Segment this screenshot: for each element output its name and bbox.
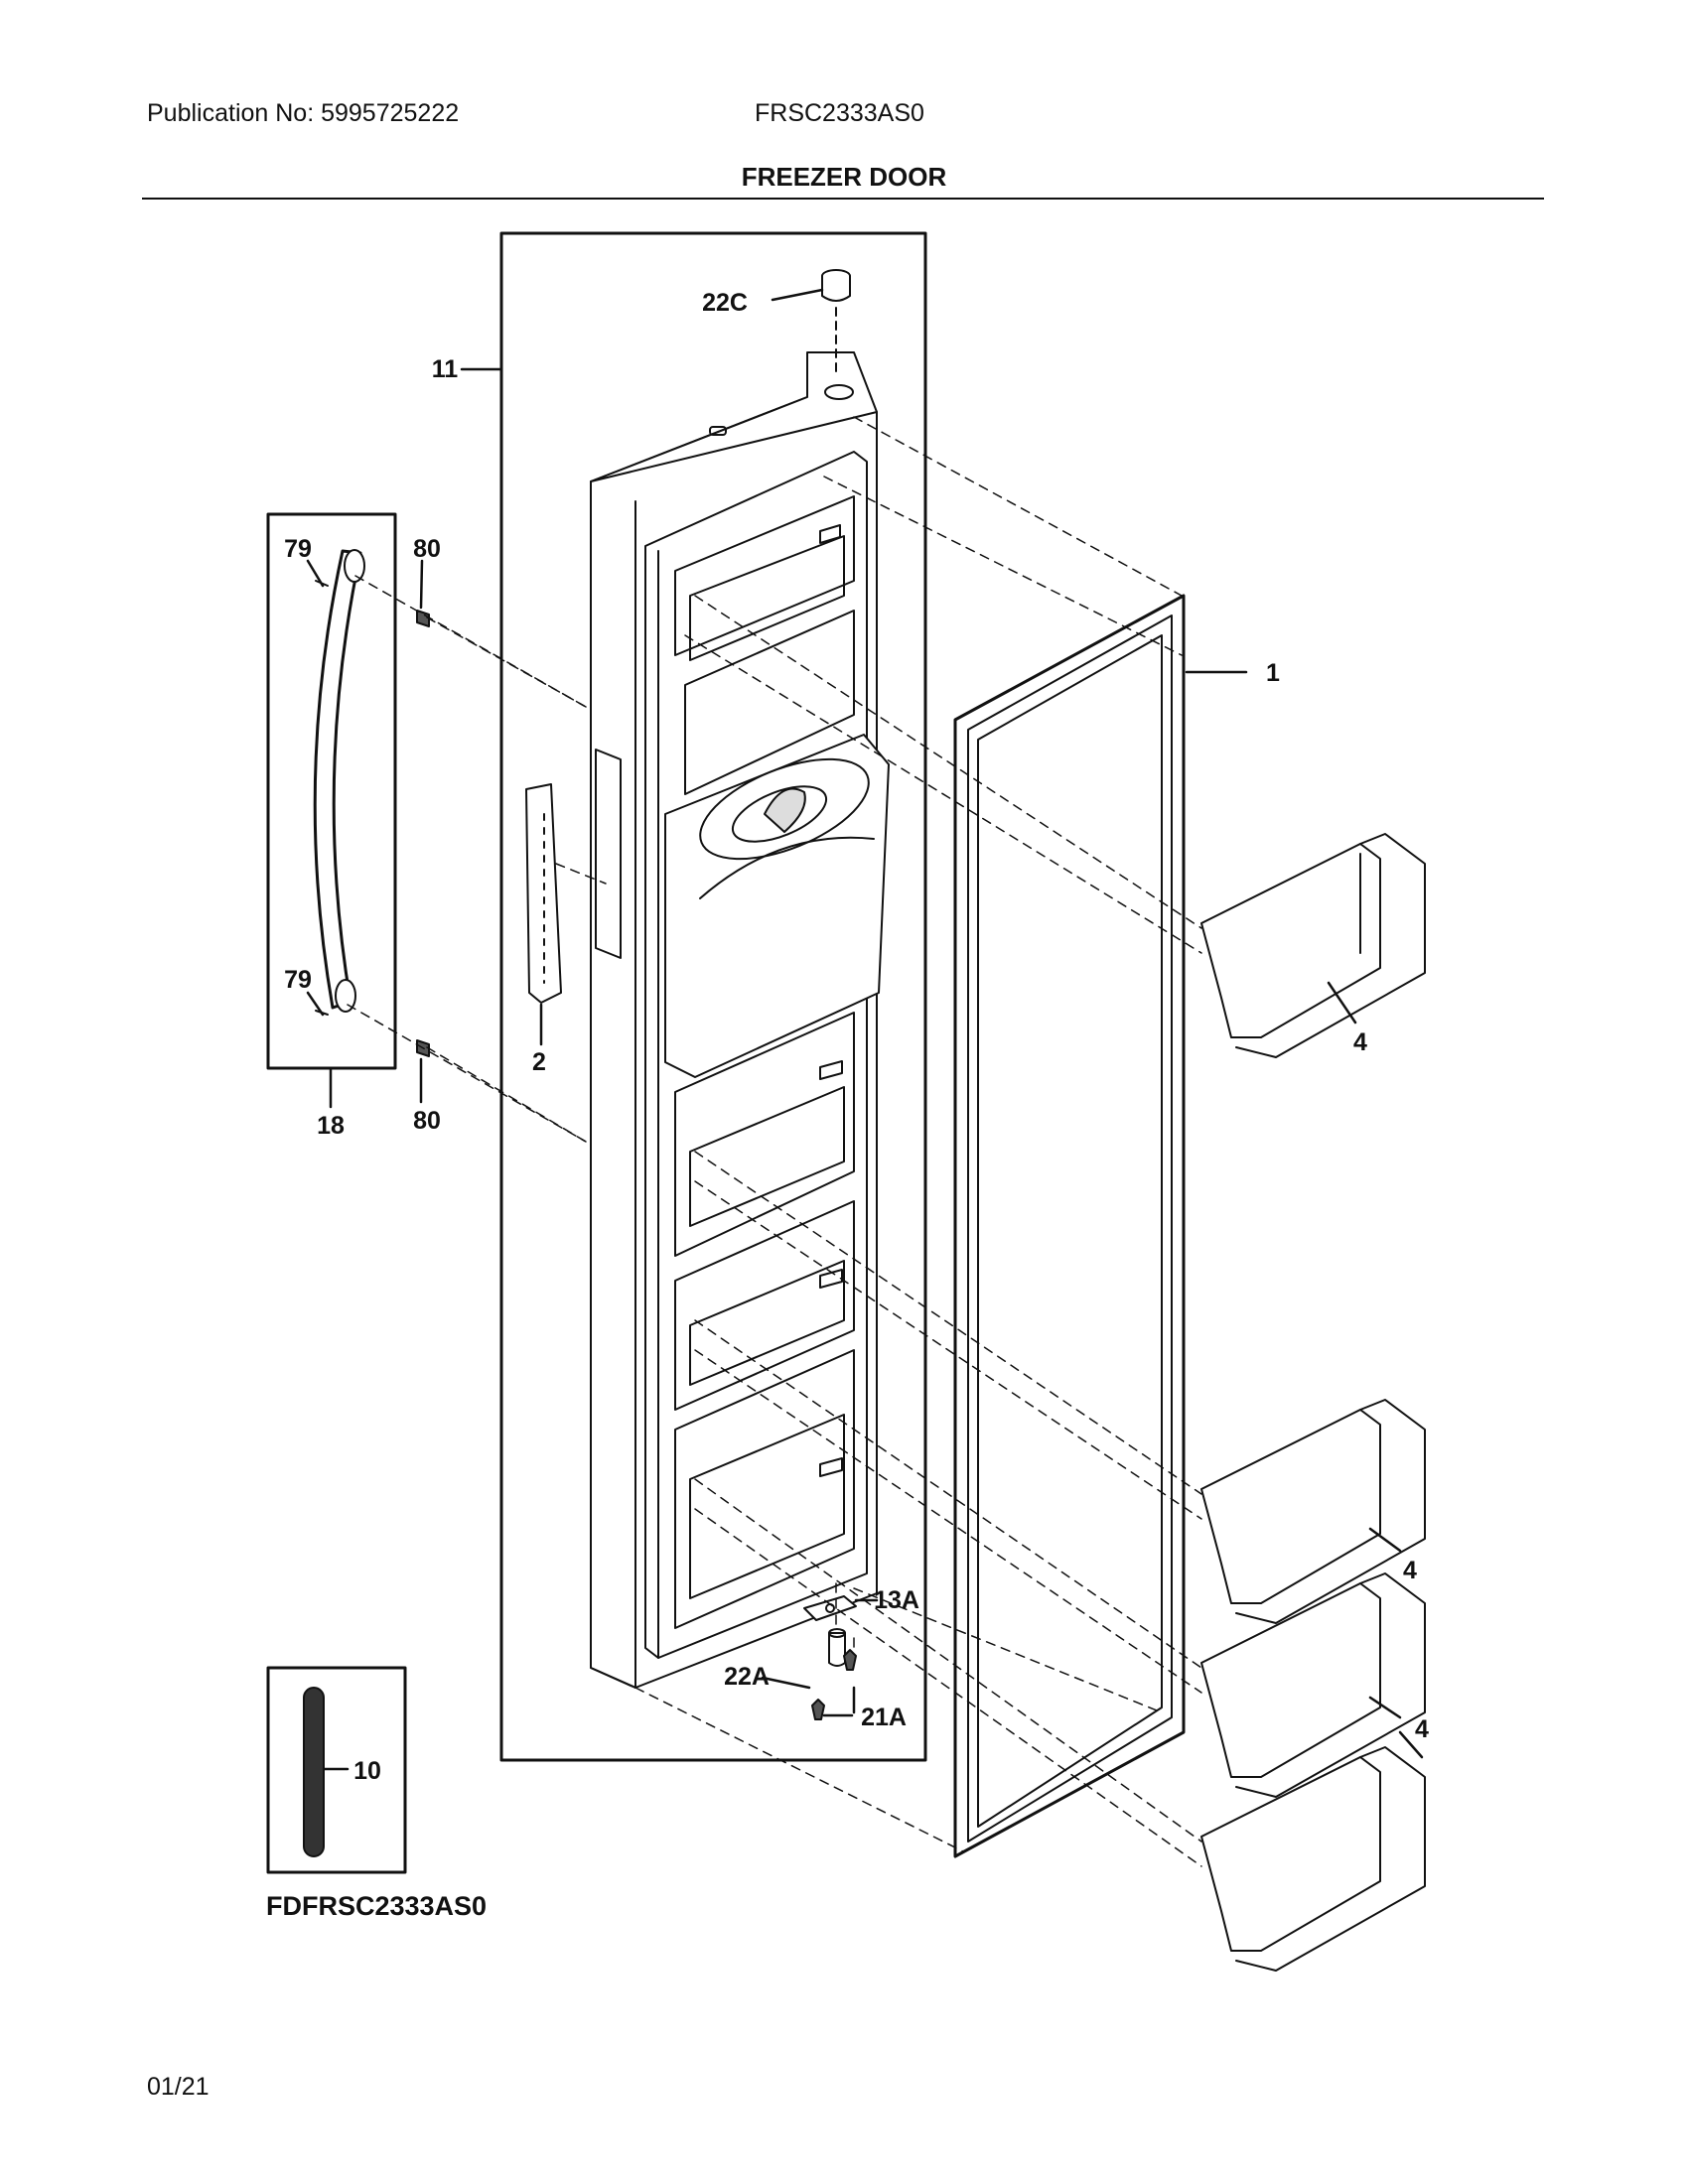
callout-79-bottom: 79: [284, 966, 312, 994]
model-number: FRSC2333AS0: [755, 99, 924, 127]
trim-kit-box: [266, 1666, 407, 1874]
callout-21a: 21A: [861, 1704, 907, 1731]
callout-13a: 13A: [874, 1586, 919, 1614]
callout-11: 11: [432, 355, 459, 383]
callout-2: 2: [532, 1048, 546, 1076]
callout-10: 10: [353, 1757, 381, 1785]
header-divider: [142, 198, 1544, 200]
publication-number: Publication No: 5995725222: [147, 99, 460, 127]
hinge-screw: [811, 1649, 857, 1720]
door-bin-4: [1200, 1746, 1426, 1972]
callout-22c: 22C: [702, 289, 748, 317]
callout-80-top: 80: [413, 535, 441, 563]
door-bin-1: [1200, 833, 1426, 1058]
bottom-hinge-pin: [828, 1628, 846, 1667]
alignment-lines: [347, 416, 1202, 1867]
door-bin-3: [1200, 1572, 1426, 1798]
page-number: 01/21: [147, 2073, 210, 2101]
callout-4-third: 4: [1415, 1715, 1429, 1743]
page-title: FREEZER DOOR: [741, 162, 947, 192]
trim-strip: [303, 1687, 325, 1857]
top-hinge-bushing: [821, 269, 851, 378]
diagram-code: FDFRSC2333AS0: [266, 1891, 488, 1921]
door-liner: [590, 351, 890, 1689]
callout-22a: 22A: [724, 1663, 770, 1691]
callout-18: 18: [317, 1112, 345, 1140]
callout-79-top: 79: [284, 535, 312, 563]
door-handle: [313, 549, 365, 1016]
callout-1: 1: [1266, 659, 1280, 687]
callout-4-second: 4: [1403, 1557, 1417, 1584]
callout-80-bottom: 80: [413, 1107, 441, 1135]
handle-screw-top: [416, 610, 430, 627]
callout-4-first: 4: [1353, 1028, 1367, 1056]
door-gasket: [953, 594, 1186, 1858]
leader-lines: [306, 288, 1424, 1771]
control-panel: [525, 749, 622, 1004]
door-bin-2: [1200, 1399, 1426, 1624]
door-assembly-box: [499, 231, 927, 1762]
